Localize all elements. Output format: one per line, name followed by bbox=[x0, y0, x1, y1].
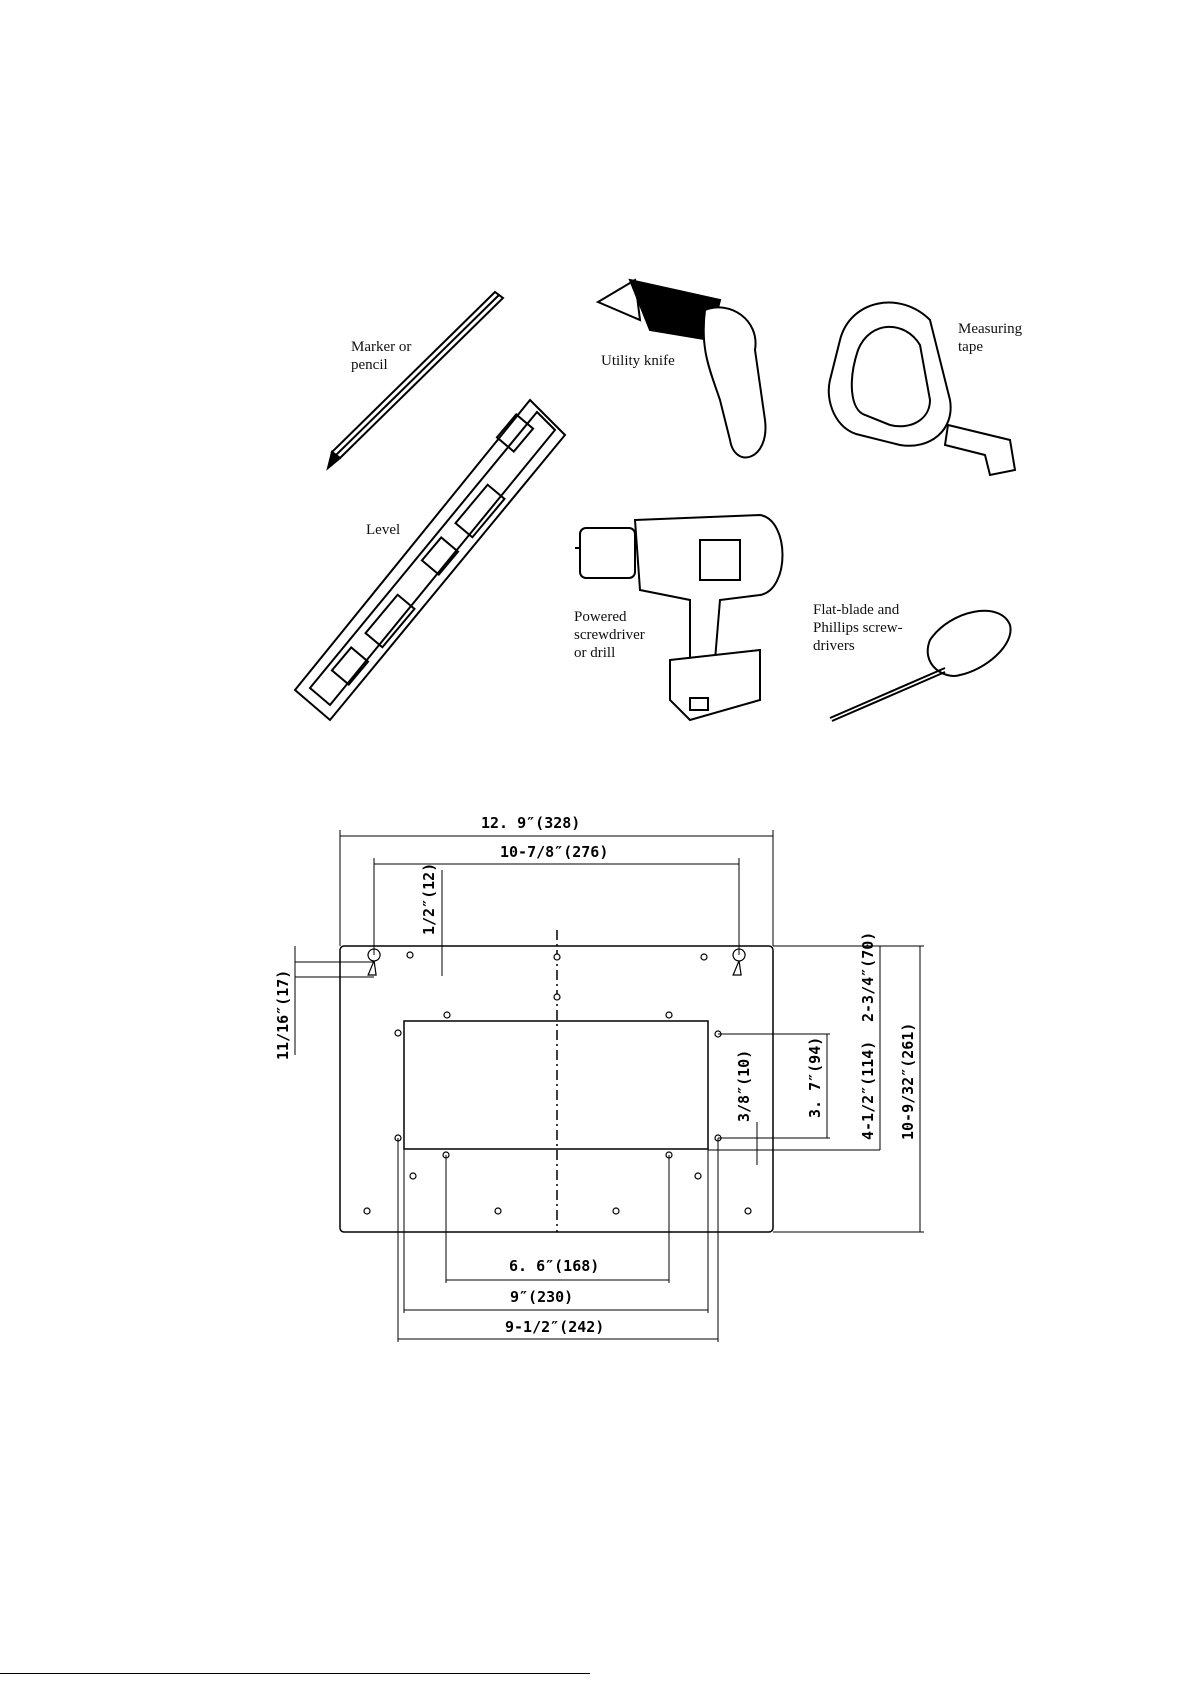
dim-left-offset: 11/16″(17) bbox=[274, 970, 292, 1060]
dim-inner-height: 4-1/2″(114) bbox=[859, 1041, 877, 1140]
dim-hole-span-1: 6. 6″(168) bbox=[509, 1257, 599, 1275]
dim-overall-width: 12. 9″(328) bbox=[481, 814, 580, 832]
dim-keyhole-spacing: 10-7/8″(276) bbox=[500, 843, 608, 861]
dim-upper-height: 2-3/4″(70) bbox=[859, 932, 877, 1022]
dim-small-offset: 3/8″(10) bbox=[735, 1050, 753, 1122]
dim-top-offset: 1/2″(12) bbox=[420, 863, 438, 935]
dimension-lines bbox=[295, 830, 924, 1342]
footer-rule bbox=[0, 1673, 590, 1674]
dim-hole-span-3: 9-1/2″(242) bbox=[505, 1318, 604, 1336]
dim-hole-span-2: 9″(230) bbox=[510, 1288, 573, 1306]
dim-hole-height: 3. 7″(94) bbox=[806, 1037, 824, 1118]
dim-overall-height: 10-9/32″(261) bbox=[899, 1023, 917, 1140]
